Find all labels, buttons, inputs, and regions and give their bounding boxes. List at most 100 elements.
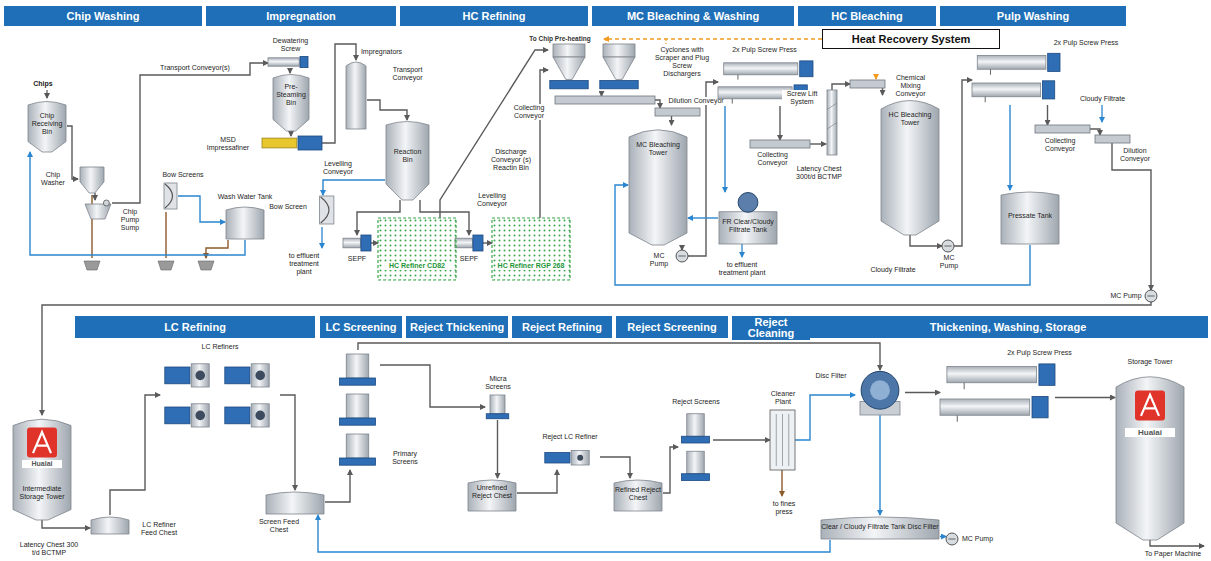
drawing-part <box>957 415 958 422</box>
conveyor-symbol <box>555 96 655 104</box>
drawing-part <box>251 404 269 427</box>
screen-group: Reject Screens <box>678 410 713 485</box>
equipment-label: Bow Screens <box>158 171 208 179</box>
screw-press: 2x Pulp Screw Press <box>972 50 1060 105</box>
equipment-label: Screen Feed Chest <box>257 518 301 534</box>
drawing-part <box>386 122 429 201</box>
equipment-label: Unrefined Reject Chest <box>467 484 517 500</box>
cleaner-plant: Cleaner Plant <box>770 410 795 470</box>
chest-tank: Pressate Tank <box>1000 190 1060 245</box>
section-title: Reject Screening <box>626 322 717 333</box>
pump-symbol: MC Pump <box>676 250 688 262</box>
equipment-label: MC Pump <box>1109 292 1143 300</box>
chest-tank: Refined Reject Chest <box>613 478 663 512</box>
chip-washer: Chip Washer <box>78 165 106 193</box>
chest-tank-symbol <box>225 205 265 240</box>
drawing-part <box>13 419 71 520</box>
flow-pipe <box>940 536 946 537</box>
tower-vessel: HC Bleaching Tower <box>880 95 940 235</box>
chest-tank: Clear / Cloudy Filtrate Tank Disc Filter <box>820 515 940 540</box>
equipment-label: Wash Water Tank <box>215 193 275 201</box>
drawing-part <box>732 99 733 104</box>
drawing-part <box>782 414 783 466</box>
drawing-part <box>255 371 265 381</box>
drawing-part <box>346 354 369 378</box>
screw-press-symbol <box>940 360 1055 425</box>
drawing-part <box>378 218 456 280</box>
conveyor: Collecting Conveyor <box>1035 125 1090 133</box>
section-title: LC Refining <box>163 322 227 333</box>
drawing-part <box>455 238 472 248</box>
section-band: Chip Washing <box>4 6 202 26</box>
flow-pipe <box>483 242 492 243</box>
flow-pipe <box>954 80 972 246</box>
drawing-part <box>340 378 376 385</box>
flow-note: Latency Chest 300t/d BCTMP <box>790 165 848 181</box>
conveyor: Dilution Conveyor <box>1095 135 1130 143</box>
flow-pipe <box>517 470 557 493</box>
flow-pipe <box>713 439 770 440</box>
screen-group-symbol <box>335 350 380 470</box>
waste-bin <box>84 261 214 270</box>
drawing-part <box>1141 395 1159 416</box>
bin-vessel: Reaction Bin <box>385 120 430 200</box>
sepf-feeder: SEPF <box>343 235 371 251</box>
drawing-part <box>776 414 777 466</box>
section-band: HC Bleaching <box>798 6 936 26</box>
flow-pipe <box>110 395 160 515</box>
flow-pipe <box>779 106 780 140</box>
drawing-part <box>225 407 250 424</box>
drawing-part <box>603 44 635 57</box>
chest-tank: Unrefined Reject Chest <box>467 478 517 512</box>
drawing-part <box>195 411 205 421</box>
flow-pipe <box>323 180 385 195</box>
impressafiner-symbol <box>262 136 322 150</box>
drawing-part <box>655 108 700 116</box>
screen-group-symbol <box>678 410 713 485</box>
pump-symbol: MC Pump <box>946 533 958 545</box>
flow-note: Chips <box>28 80 58 88</box>
section-title: LC Screening <box>325 322 398 333</box>
drawing-part <box>298 136 322 150</box>
drawing-part <box>940 399 1030 415</box>
pump-symbol-symbol <box>942 240 954 252</box>
tower-vessel: MC Bleaching Tower <box>628 125 688 245</box>
flow-pipe <box>1047 105 1048 125</box>
flow-pipe <box>832 84 850 90</box>
section-band: MC Bleaching & Washing <box>592 6 794 26</box>
screw-lift: Screw Lift System <box>826 90 838 155</box>
chip-feed-arrow <box>46 90 47 98</box>
pump-symbol-symbol <box>676 250 688 262</box>
drawing-part <box>191 404 209 427</box>
flow-pipe <box>879 415 880 515</box>
equipment-label: Bow Screen <box>267 203 309 211</box>
equipment-label: Pre-Steaming Bin <box>272 83 310 107</box>
flow-pipe <box>663 447 678 493</box>
dewatering-screw: Dewatering Screw <box>268 55 308 69</box>
drawing-part <box>273 75 309 132</box>
drawing-part <box>687 414 705 437</box>
equipment-label: MC Pump <box>934 254 964 270</box>
flow-pipe <box>325 470 350 502</box>
bin-vessel: Pre-Steaming Bin <box>272 73 310 131</box>
impregnator-symbol <box>345 60 367 130</box>
drawing-part <box>486 414 509 419</box>
equipment-label: Chip Pump Sump <box>114 208 146 232</box>
conveyor: Chemical Mixing Conveyor <box>850 80 885 88</box>
logo-text: Hualai <box>1125 428 1175 437</box>
screw-press-symbol <box>972 50 1060 105</box>
section-title: Thickening, Washing, Storage <box>929 322 1088 333</box>
drawing-part <box>226 207 264 239</box>
drawing-part <box>571 451 589 466</box>
section-title: MC Bleaching & Washing <box>626 11 760 22</box>
flow-pipe <box>497 420 498 478</box>
drawing-part <box>300 56 308 67</box>
drawing-part <box>1039 364 1055 385</box>
refiner-group: LC Refiners <box>160 355 280 435</box>
drawing-part <box>346 394 369 418</box>
drawing-part <box>719 212 777 244</box>
drawing-part <box>492 218 570 280</box>
drawing-part <box>1032 396 1048 417</box>
drawing-part <box>468 480 516 511</box>
equipment-label: Reaction Bin <box>387 148 428 164</box>
